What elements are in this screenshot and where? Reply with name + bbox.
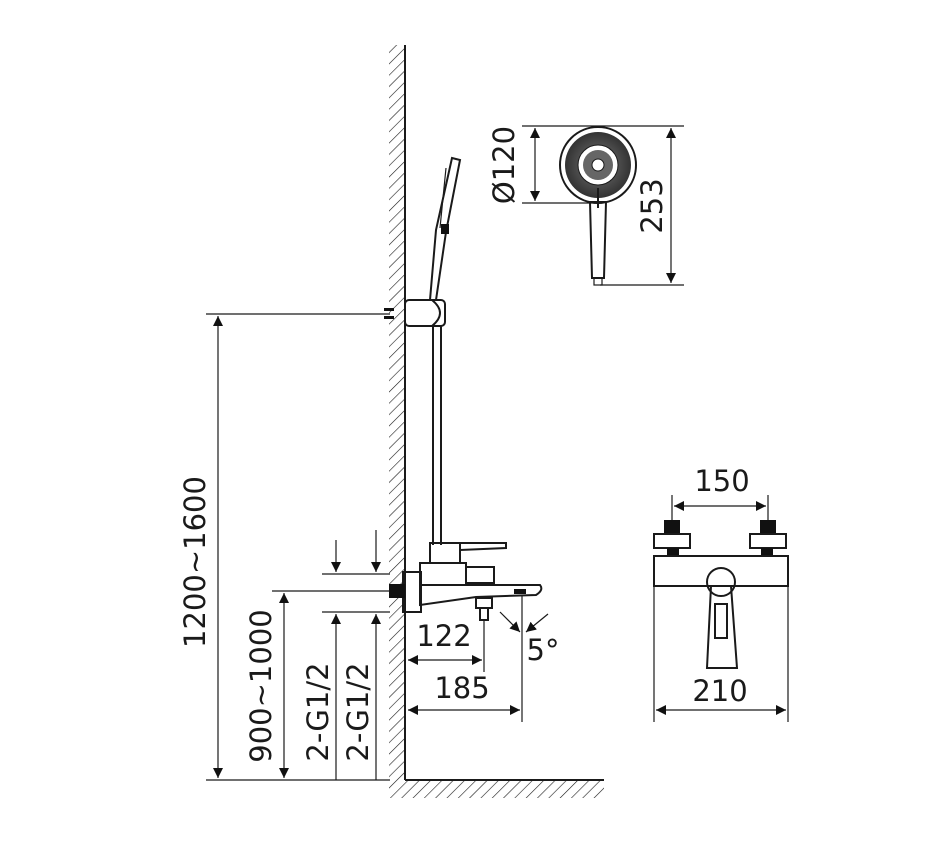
label-thread-left: 2-G1/2 [301, 662, 335, 761]
label-spout-offset-long: 185 [434, 671, 489, 705]
label-handshower-diameter: Ø120 [487, 126, 521, 204]
label-rail-height: 1200~1600 [178, 476, 212, 648]
mixer-side-view [389, 542, 543, 621]
shower-hose [432, 326, 442, 545]
label-handshower-length: 253 [635, 178, 669, 233]
label-spout-angle: 5° [527, 633, 560, 667]
label-mixer-height: 900~1000 [244, 609, 278, 762]
dimension-lines [206, 125, 789, 781]
rail-holder [384, 299, 446, 327]
label-body-width: 210 [692, 674, 747, 708]
hand-shower-side-view [428, 156, 462, 301]
wall [389, 45, 406, 780]
floor [389, 779, 604, 798]
hand-shower-front-view [559, 126, 637, 286]
label-thread-right: 2-G1/2 [341, 662, 375, 761]
label-inlet-spacing: 150 [694, 464, 749, 498]
label-spout-offset-short: 122 [416, 619, 471, 653]
mixer-front-view [653, 520, 789, 669]
